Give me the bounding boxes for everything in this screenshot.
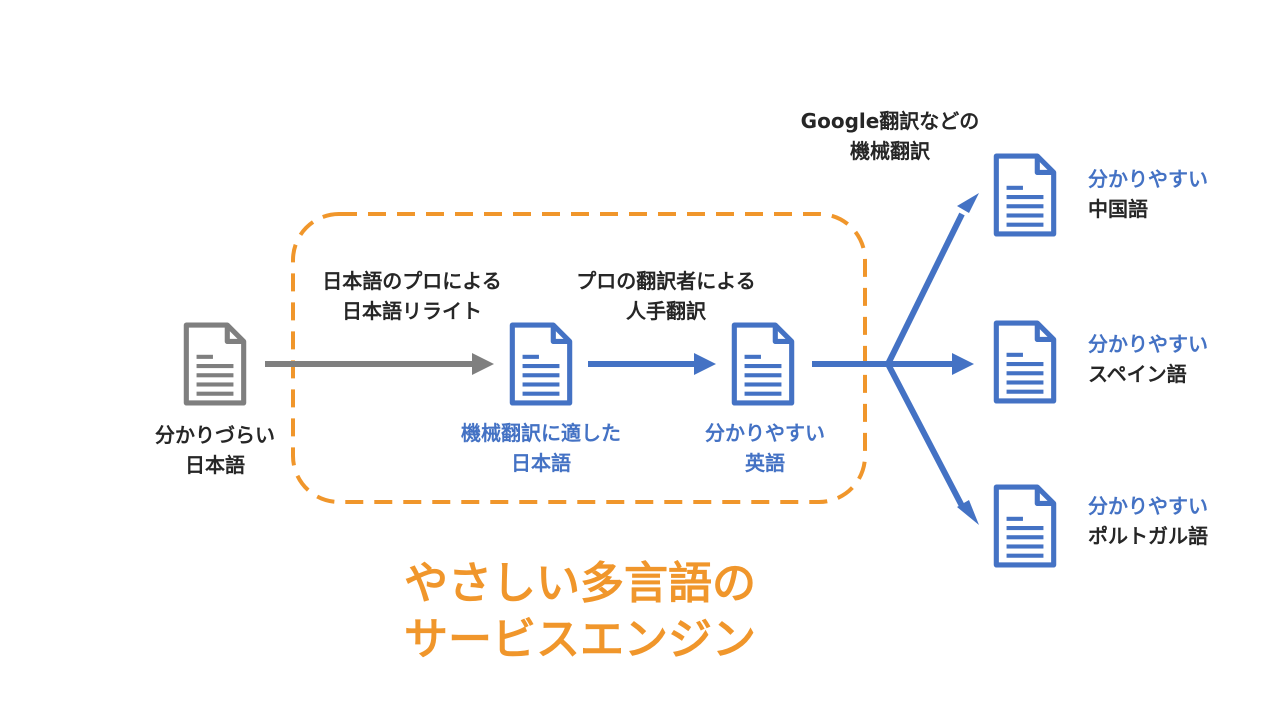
english-label: 分かりやすい 英語 [705, 421, 825, 475]
human-translation-step-label: プロの翻訳者による 人手翻訳 [576, 269, 756, 323]
portuguese-document-icon [996, 487, 1053, 565]
machine-translation-arrows [812, 193, 979, 525]
output-chinese-label: 分かりやすい 中国語 [1088, 167, 1208, 221]
spanish-document-icon [996, 323, 1053, 401]
output-spanish-label: 分かりやすい スペイン語 [1088, 332, 1208, 386]
engine-boundary [291, 212, 867, 504]
source-document-icon [186, 325, 243, 403]
human-translation-arrow [588, 353, 716, 375]
rewrite-step-label: 日本語のプロによる 日本語リライト [322, 269, 502, 323]
output-portuguese-label: 分かりやすい ポルトガル語 [1088, 494, 1208, 548]
chinese-document-icon [996, 156, 1053, 234]
source-label: 分かりづらい 日本語 [155, 423, 275, 477]
machine-translation-step-label: Google翻訳などの 機械翻訳 [800, 109, 980, 163]
engine-title: やさしい多言語の サービスエンジン [404, 558, 756, 665]
english-document-icon [734, 325, 791, 403]
rewrite-arrow [265, 353, 494, 375]
mt-ready-label: 機械翻訳に適した 日本語 [461, 421, 621, 475]
mt-ready-document-icon [512, 325, 569, 403]
